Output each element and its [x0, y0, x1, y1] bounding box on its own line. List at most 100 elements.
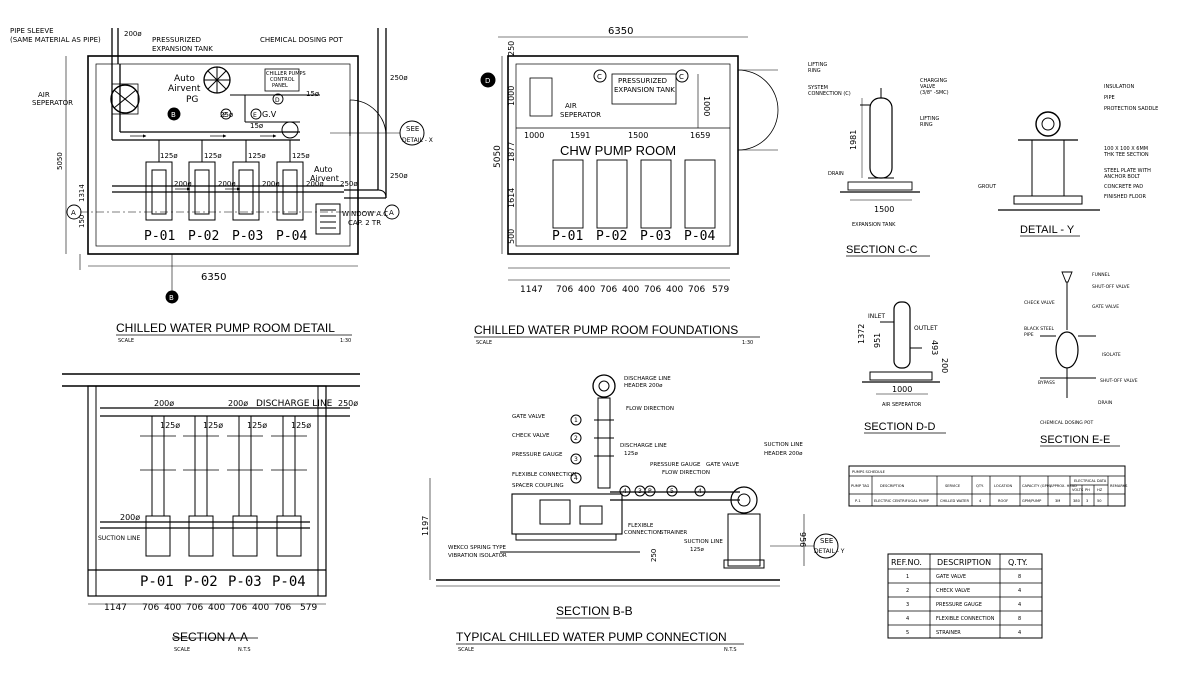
ref-row-4-desc: FLEXIBLE CONNECTION: [936, 616, 995, 622]
schedule-cell-8: 380: [1073, 499, 1081, 503]
schedule-header-6: CAPACITY (GPM): [1022, 484, 1052, 488]
ee-note-3: GATE VALVE: [1092, 304, 1119, 310]
section-marker-a-left: A: [71, 209, 76, 217]
dd-dim-5: 1000: [892, 385, 912, 394]
section-aa-title: SECTION A-A: [172, 630, 248, 644]
pump-label-p01: P-01: [144, 229, 175, 244]
aa-dim-125-3: 125ø: [247, 421, 267, 430]
dim-200-b: 200ø: [218, 180, 236, 188]
section-ee-title: SECTION E-E: [1040, 434, 1110, 446]
schedule-cell-6: GPM/PUMP: [1022, 499, 1042, 503]
detail-y-text: INSULATION PIPE PROTECTION SADDLE 100 X …: [978, 84, 1158, 236]
dim-250-b: 250ø: [390, 172, 408, 180]
aa-bottom-dim-9: 579: [300, 603, 317, 613]
schedule-header-3: SERVICE: [945, 484, 961, 488]
bb-dim-height: 1197: [421, 516, 430, 536]
schedule-cell-1: P-1: [855, 499, 861, 503]
aa-bottom-dim-3: 400: [164, 603, 181, 613]
ee-note-8: SHUT-OFF VALVE: [1100, 378, 1138, 384]
aa-pump-p03: P-03: [228, 574, 262, 590]
section-cc-drawing: [840, 88, 930, 257]
control-panel-label-1: CHILLER PUMPS: [266, 71, 306, 77]
section-ee-text: FUNNEL SHUT-OFF VALVE GATE VALVE BLACK S…: [1024, 272, 1138, 446]
cc-lifting-ring-3: LIFTING: [920, 116, 939, 122]
detail-y-title: DETAIL - Y: [1020, 224, 1075, 236]
foundations-plan: [474, 36, 779, 338]
bb-discharge-2: 125ø: [624, 451, 638, 457]
section-dd-drawing: [862, 301, 946, 434]
cc-system-conn-2: CONNECTION (C): [808, 91, 851, 97]
detail-y-grout: GROUT: [978, 184, 997, 190]
section-marker-e-2: E: [253, 112, 257, 119]
schedule-sub-2: PH: [1085, 488, 1090, 492]
auto-airvent-label-3: Auto: [314, 165, 333, 174]
bb-flexible-conn: FLEXIBLE CONNECTION: [512, 472, 576, 478]
foundation-row-dim-2: 1591: [570, 131, 590, 140]
cc-drain: DRAIN: [828, 171, 844, 177]
bb-callout-8: 5: [670, 488, 674, 495]
schedule-cell-4: 4: [979, 499, 982, 503]
bb-suction-line-2: 125ø: [690, 547, 704, 553]
auto-airvent-label-4: Airvent: [310, 174, 339, 183]
bb-discharge-header-1: DISCHARGE LINE: [624, 376, 671, 382]
ref-row-5-ref: 5: [906, 630, 909, 636]
cc-lifting-ring-4: RING: [920, 122, 933, 128]
aa-bottom-dim-2: 706: [142, 603, 159, 613]
ref-row-1-ref: 1: [906, 574, 909, 580]
pipe-sleeve-note: (SAME MATERIAL AS PIPE): [10, 36, 101, 44]
bb-dim-small: 250: [650, 549, 658, 562]
dd-caption: AIR SEPERATOR: [882, 402, 922, 408]
pump-schedule-table: [848, 465, 1126, 507]
foundation-pump-p01: P-01: [552, 229, 583, 244]
bb-detail-y: DETAIL - Y: [814, 548, 845, 555]
control-panel-label-2: CONTROL: [270, 77, 295, 83]
dim-200-a: 200ø: [174, 180, 192, 188]
pump-label-p02: P-02: [188, 229, 219, 244]
ee-note-5: PIPE: [1024, 332, 1034, 338]
schedule-sub-1: VOLTS: [1072, 488, 1084, 492]
ref-row-2-ref: 2: [906, 588, 909, 594]
foundation-marker-c-2: C: [679, 73, 684, 81]
ee-note-6: CHECK VALVE: [1024, 300, 1055, 306]
aa-bottom-dim-1: 1147: [104, 603, 127, 613]
ref-table: [887, 553, 1043, 639]
cc-caption: EXPANSION TANK: [852, 222, 896, 228]
dim-25: 25ø: [220, 111, 234, 119]
cc-height-dim: 1981: [849, 130, 858, 150]
dim-200-c: 200ø: [262, 180, 280, 188]
dd-dim-4: 200: [940, 358, 949, 373]
aa-dim-125-1: 125ø: [160, 421, 180, 430]
aa-pump-p01: P-01: [140, 574, 174, 590]
foundation-tank-label-2: EXPANSION TANK: [614, 86, 675, 94]
dim-15-b: 15ø: [250, 122, 264, 130]
bb-gate-valve: GATE VALVE: [512, 414, 546, 420]
detail-y-pipe: PIPE: [1104, 95, 1115, 101]
section-dd-title: SECTION D-D: [864, 421, 936, 433]
aa-pump-p02: P-02: [184, 574, 218, 590]
section-aa-text: DISCHARGE LINE 200ø 200ø 250ø 200ø SUCTI…: [98, 399, 358, 653]
foundation-right-dim: 1000: [702, 96, 711, 116]
foundation-bottom-dim-5: 400: [622, 285, 639, 295]
aa-scale-value: N.T.S: [238, 647, 251, 653]
detail-y-drawing: [998, 111, 1100, 237]
dd-dim-1: 1372: [857, 324, 866, 344]
cc-lifting-ring-2: RING: [808, 68, 821, 74]
foundation-left-dim-3: 1877: [507, 142, 516, 162]
ref-row-3-desc: PRESSURE GAUGE: [936, 602, 982, 608]
aa-scale-label: SCALE: [174, 647, 190, 653]
bb-callout-1: 1: [574, 417, 578, 424]
ref-row-4-ref: 4: [906, 616, 909, 622]
aa-bottom-dim-6: 706: [230, 603, 247, 613]
section-dd-text: INLET OUTLET 1372 951 493 200 1000 AIR S…: [857, 313, 949, 433]
bb-gate-valve-2: GATE VALVE: [706, 462, 740, 468]
aa-pump-p04: P-04: [272, 574, 306, 590]
foundation-tank-label-1: PRESSURIZED: [618, 77, 667, 85]
cc-system-conn-1: SYSTEM: [808, 85, 828, 91]
dim-150: 150: [78, 215, 86, 228]
ref-row-1-desc: GATE VALVE: [936, 574, 966, 580]
section-marker-d: D: [275, 97, 280, 104]
aa-bottom-dim-8: 706: [274, 603, 291, 613]
schedule-header-4: QTY.: [976, 484, 984, 488]
foundation-bottom-dim-3: 400: [578, 285, 595, 295]
pump-schedule-text: PUMPS SCHEDULE PUMP TAG DESCRIPTION SERV…: [851, 470, 1128, 503]
